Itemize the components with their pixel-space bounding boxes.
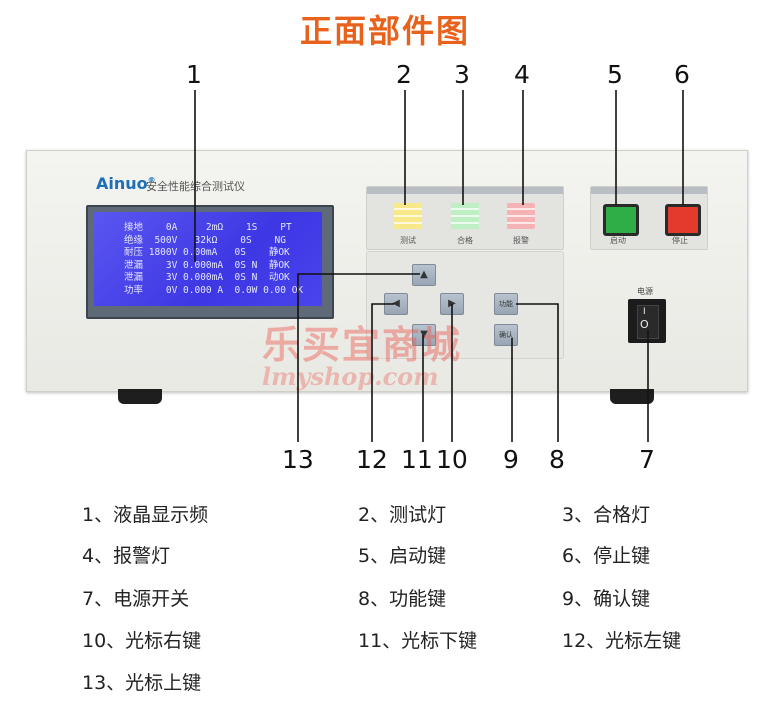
legend-item: 10、光标右键: [82, 630, 202, 652]
watermark-cn: 乐买宜商城: [262, 323, 463, 367]
lcd-display: 接地 0A 2mΩ 1S PT 绝缘 500V 32kΩ 0S NG 耐压 18…: [94, 212, 322, 306]
legend-item: 9、确认键: [562, 588, 651, 610]
callout-number: 12: [356, 445, 388, 474]
cursor-down-key[interactable]: ▼: [412, 324, 436, 346]
legend-item: 12、光标左键: [562, 630, 682, 652]
legend-item: 5、启动键: [358, 545, 447, 567]
callout-number: 13: [282, 445, 314, 474]
callout-number: 9: [503, 445, 519, 474]
pass-lamp: [451, 203, 479, 229]
brand-logo: Ainuo®: [96, 174, 156, 193]
power-label: 电源: [637, 287, 653, 296]
callout-number: 3: [454, 60, 470, 89]
power-off-mark: O: [640, 318, 649, 331]
pass-lamp-label: 合格: [457, 236, 473, 245]
callout-number: 11: [401, 445, 433, 474]
legend-item: 8、功能键: [358, 588, 447, 610]
lcd-row: 泄漏 3V 0.000mA 0S N 静OK: [124, 259, 290, 271]
legend-item: 11、光标下键: [358, 630, 478, 652]
callout-number: 1: [186, 60, 202, 89]
test-lamp: [394, 203, 422, 229]
cursor-up-key[interactable]: ▲: [412, 264, 436, 286]
callout-number: 5: [607, 60, 623, 89]
power-on-mark: I: [643, 307, 646, 317]
callout-number: 7: [639, 445, 655, 474]
callout-number: 4: [514, 60, 530, 89]
stop-button-label: 停止: [672, 236, 688, 245]
legend-item: 7、电源开关: [82, 588, 190, 610]
watermark-en: lmyshop.com: [262, 362, 439, 391]
lcd-row: 接地 0A 2mΩ 1S PT: [124, 222, 292, 233]
legend-item: 4、报警灯: [82, 545, 171, 567]
device-foot-left: [118, 389, 162, 404]
legend-item: 1、液晶显示频: [82, 504, 209, 526]
alarm-lamp: [507, 203, 535, 229]
callout-number: 8: [549, 445, 565, 474]
stop-button[interactable]: [665, 204, 701, 236]
start-button[interactable]: [603, 204, 639, 236]
start-button-label: 启动: [610, 236, 626, 245]
page-title: 正面部件图: [299, 12, 470, 50]
test-lamp-label: 测试: [400, 236, 416, 245]
callout-number: 6: [674, 60, 690, 89]
legend-item: 3、合格灯: [562, 504, 651, 526]
legend-item: 2、测试灯: [358, 504, 447, 526]
lcd-row: 绝缘 500V 32kΩ 0S NG: [124, 234, 286, 246]
legend-item: 6、停止键: [562, 545, 651, 567]
callout-number: 10: [436, 445, 468, 474]
callout-number: 2: [396, 60, 412, 89]
device-foot-right: [610, 389, 654, 404]
alarm-lamp-label: 报警: [513, 236, 529, 245]
lcd-row: 泄漏 3V 0.000mA 0S N 动OK: [124, 272, 290, 283]
legend-item: 13、光标上键: [82, 672, 202, 694]
lcd-row: 耐压 1800V 0.00mA 0S 静OK: [124, 247, 290, 258]
